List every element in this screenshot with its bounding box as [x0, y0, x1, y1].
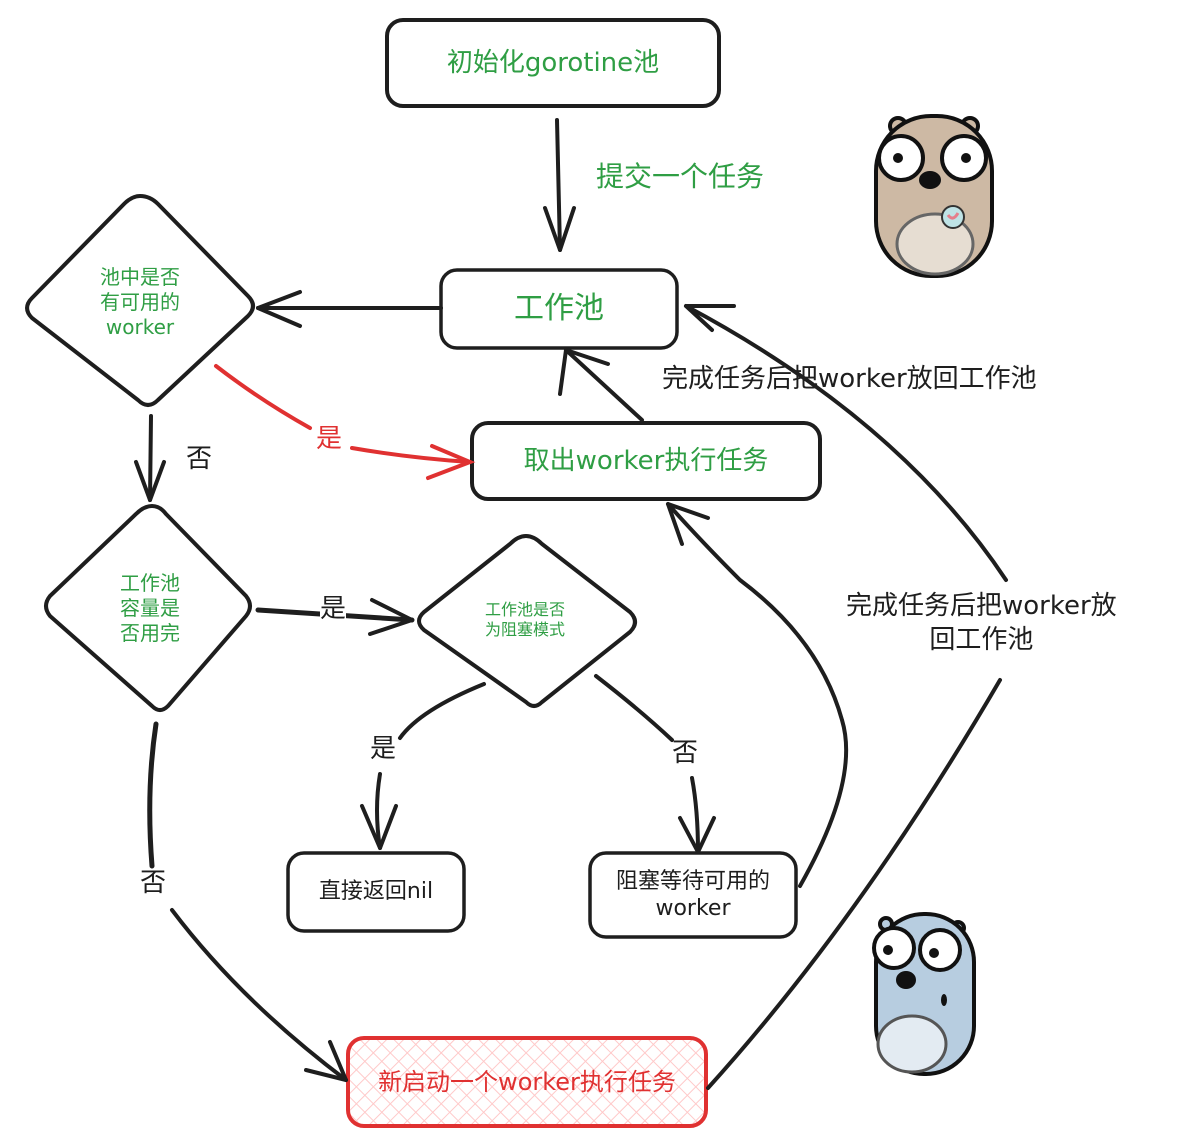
- arrowhead-wait-to-take: [666, 502, 710, 546]
- edge-no-new-worker-lower: [170, 908, 348, 1082]
- edge-label-submit-task: 提交一个任务: [596, 160, 765, 193]
- blocking-mode-label: 工作池是否 为阻塞模式: [450, 592, 600, 648]
- block-wait-line-1: 阻塞等待可用的: [615, 868, 770, 894]
- arrowhead-take-to-pool: [558, 348, 610, 396]
- capacity-full-line-2: 容量是: [120, 595, 180, 620]
- edge-label-no-new-worker: 否: [140, 868, 167, 898]
- edge-label-no-block: 否: [672, 738, 699, 768]
- edge-no-block: [594, 674, 674, 742]
- edge-no-capacity: [148, 414, 153, 502]
- capacity-full-line-1: 工作池: [120, 570, 180, 595]
- edge-take-to-pool: [564, 348, 644, 422]
- arrowhead-no-block: [678, 816, 716, 854]
- capacity-full-line-3: 否用完: [120, 620, 180, 645]
- edge-yes-return-lower: [375, 772, 382, 850]
- gopher-bottom-icon: [872, 912, 976, 1076]
- arrowhead-yes-blocking-visible: [368, 598, 414, 636]
- arrowhead-submit: [543, 206, 576, 252]
- edge-wait-to-take: [666, 502, 849, 888]
- edge-label-return-to-pool-1: 完成任务后把worker放回工作池: [662, 364, 1037, 394]
- edge-submit-task: [555, 118, 562, 252]
- edge-label-yes-take: 是: [316, 424, 343, 454]
- return-nil-box[interactable]: [286, 851, 466, 933]
- has-worker-line-2: 有可用的: [100, 289, 180, 314]
- edge-yes-return: [398, 682, 486, 740]
- arrowhead-yes-return: [360, 804, 398, 850]
- block-wait-label: 阻塞等待可用的 worker: [590, 853, 796, 937]
- block-wait-box[interactable]: [588, 851, 798, 939]
- blocking-mode-decision[interactable]: [417, 533, 637, 708]
- return-nil-label: 直接返回nil: [318, 879, 434, 905]
- init-pool-box[interactable]: [385, 18, 721, 108]
- capacity-full-decision[interactable]: [44, 503, 252, 712]
- gopher-top-icon: [874, 114, 994, 278]
- return-to-pool-2-line-1: 完成任务后把worker放: [846, 591, 1117, 621]
- has-worker-line-1: 池中是否: [100, 264, 180, 289]
- arrowhead-no-new-worker: [304, 1040, 348, 1082]
- blocking-mode-line-2: 为阻塞模式: [484, 620, 565, 639]
- edge-label-yes-return: 是: [370, 734, 397, 764]
- take-worker-label: 取出worker执行任务: [523, 445, 769, 476]
- edge-yes-take: [214, 364, 472, 464]
- edge-label-return-to-pool-2: 完成任务后把worker放 回工作池: [846, 590, 1117, 658]
- capacity-full-label: 工作池 容量是 否用完: [80, 560, 220, 656]
- return-to-pool-2-line-2: 回工作池: [929, 624, 1034, 655]
- edge-no-new-worker: [147, 721, 159, 869]
- block-wait-line-2: worker: [655, 896, 731, 921]
- edge-label-yes-blocking: 是: [320, 594, 347, 626]
- new-worker-box[interactable]: [346, 1036, 708, 1128]
- arrowhead-yes-take: [426, 444, 476, 480]
- edge-label-no-capacity: 否: [186, 444, 213, 474]
- arrowhead-no-capacity: [134, 460, 166, 502]
- arrowhead-new-worker-to-pool: [684, 304, 736, 332]
- edge-new-worker-to-pool: [684, 304, 1008, 1090]
- has-worker-line-3: worker: [105, 314, 175, 339]
- blocking-mode-line-1: 工作池是否: [484, 600, 565, 619]
- work-pool-label: 工作池: [514, 291, 604, 327]
- has-worker-label: 池中是否 有可用的 worker: [60, 250, 220, 354]
- new-worker-label: 新启动一个worker执行任务: [378, 1068, 676, 1096]
- arrowhead-pool-to-decision: [256, 290, 302, 328]
- has-worker-decision[interactable]: [25, 193, 255, 407]
- edge-no-block-lower: [690, 776, 700, 854]
- init-pool-label: 初始化gorotine池: [446, 47, 660, 78]
